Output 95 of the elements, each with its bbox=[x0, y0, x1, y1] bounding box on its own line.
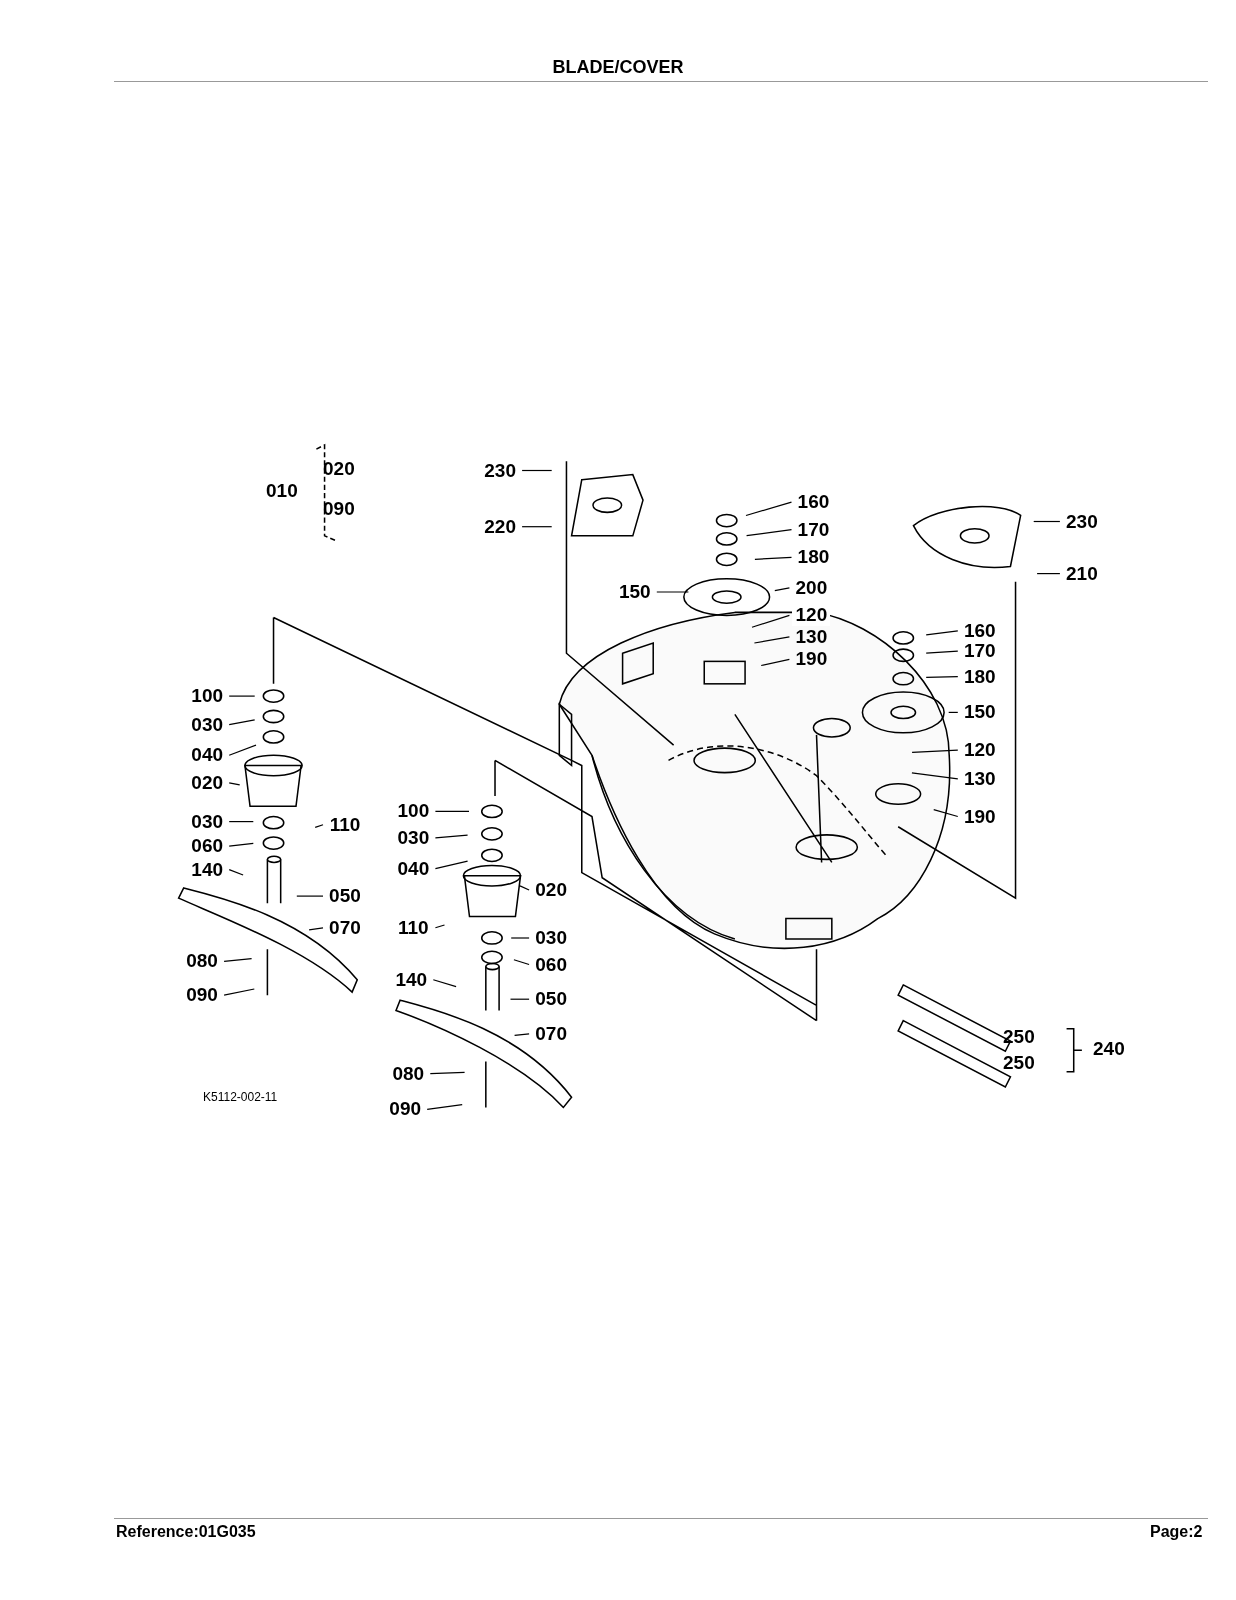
leader-line bbox=[760, 658, 790, 667]
leader-line bbox=[509, 998, 530, 1000]
callout-number: 180 bbox=[960, 665, 999, 688]
callout-number: 170 bbox=[960, 640, 999, 663]
callout-number: 030 bbox=[188, 810, 227, 833]
leader-line bbox=[521, 469, 553, 472]
leader-line bbox=[911, 772, 959, 780]
leader-line bbox=[434, 834, 469, 839]
callout-number: 050 bbox=[325, 885, 364, 908]
callout-number: 250 bbox=[1003, 1052, 1035, 1074]
reference-text: Reference:01G035 bbox=[116, 1523, 256, 1541]
leader-line bbox=[223, 988, 255, 996]
callout-number: 100 bbox=[188, 685, 227, 708]
callout-number: 190 bbox=[960, 805, 999, 828]
callout-number: 250 bbox=[1003, 1026, 1035, 1048]
leader-line bbox=[228, 719, 256, 726]
leader-line bbox=[432, 979, 457, 988]
leader-line bbox=[314, 824, 324, 828]
drawing-code: K5112-002-11 bbox=[203, 1090, 278, 1104]
callout-number: 120 bbox=[960, 739, 999, 762]
callout-number: 110 bbox=[325, 813, 364, 836]
callout-number: 090 bbox=[386, 1098, 425, 1121]
callout-number: 060 bbox=[188, 835, 227, 858]
callout-number: 090 bbox=[183, 984, 222, 1007]
page-number: Page:2 bbox=[1150, 1523, 1203, 1541]
callout-number: 070 bbox=[532, 1022, 571, 1045]
callout-number: 160 bbox=[960, 619, 999, 642]
callout-number: 130 bbox=[792, 625, 831, 648]
callout-number: 030 bbox=[394, 826, 433, 849]
callout-number: 040 bbox=[394, 857, 433, 880]
leader-line bbox=[228, 782, 241, 786]
leader-line bbox=[746, 529, 793, 537]
leader-line bbox=[308, 927, 324, 931]
leader-line bbox=[521, 526, 553, 528]
assembly-number: 010 bbox=[266, 480, 298, 502]
leader-line bbox=[228, 842, 254, 847]
callout-number: 080 bbox=[183, 950, 222, 973]
leader-line bbox=[745, 501, 793, 517]
leader-line bbox=[510, 937, 530, 939]
leader-line bbox=[434, 860, 469, 870]
callout-number: 140 bbox=[392, 968, 431, 991]
leader-line bbox=[228, 695, 256, 697]
leader-line bbox=[753, 636, 790, 644]
leader-line bbox=[223, 958, 253, 962]
callout-number: 240 bbox=[1093, 1038, 1125, 1060]
callout-number: 170 bbox=[794, 518, 833, 541]
callout-number: 230 bbox=[1062, 510, 1101, 533]
leader-line bbox=[925, 630, 959, 636]
leader-line bbox=[228, 869, 244, 876]
callout-number: 020 bbox=[188, 771, 227, 794]
callout-number: 130 bbox=[960, 767, 999, 790]
leader-line bbox=[513, 959, 530, 966]
callout-number: 180 bbox=[794, 546, 833, 569]
callout-number: 200 bbox=[792, 576, 831, 599]
callout-number: 070 bbox=[325, 916, 364, 939]
callout-number: 050 bbox=[532, 988, 571, 1011]
leader-line bbox=[228, 821, 254, 823]
leader-line bbox=[426, 1104, 463, 1110]
leader-line bbox=[434, 924, 446, 929]
callout-number: 140 bbox=[188, 858, 227, 881]
leader-line bbox=[948, 711, 959, 713]
callout-number: 030 bbox=[532, 926, 571, 949]
leader-line bbox=[933, 809, 959, 818]
leader-line bbox=[751, 614, 790, 628]
callout-number: 040 bbox=[188, 744, 227, 767]
callout-number: 220 bbox=[481, 515, 520, 538]
page-title: BLADE/COVER bbox=[552, 57, 684, 78]
leader-line bbox=[519, 885, 530, 891]
leader-line bbox=[514, 1033, 530, 1036]
callout-number: 020 bbox=[532, 879, 571, 901]
leader-line bbox=[925, 650, 959, 654]
leader-line bbox=[754, 556, 793, 560]
callout-number: 210 bbox=[1062, 562, 1101, 585]
leader-line bbox=[656, 591, 689, 593]
callout-number: 150 bbox=[615, 580, 654, 603]
callout-number: 160 bbox=[794, 491, 833, 514]
callout-number: 230 bbox=[481, 459, 520, 482]
callout-number: 030 bbox=[188, 713, 227, 736]
range-number: 020 bbox=[323, 458, 355, 480]
callout-number: 150 bbox=[960, 701, 999, 724]
leader-line bbox=[429, 1071, 466, 1075]
leader-line bbox=[296, 895, 324, 897]
callout-number: 110 bbox=[394, 916, 433, 939]
range-number: 090 bbox=[323, 498, 355, 520]
callout-number: 080 bbox=[389, 1062, 428, 1085]
leader-line bbox=[228, 744, 257, 756]
leader-line bbox=[1033, 520, 1061, 523]
leader-line bbox=[774, 587, 790, 592]
callout-number: 060 bbox=[532, 953, 571, 976]
leader-line bbox=[925, 676, 959, 678]
leader-line bbox=[1036, 573, 1061, 575]
leader-line bbox=[434, 810, 470, 812]
callout-number: 190 bbox=[792, 648, 831, 671]
callout-number: 100 bbox=[394, 800, 433, 823]
leader-line bbox=[911, 749, 959, 753]
